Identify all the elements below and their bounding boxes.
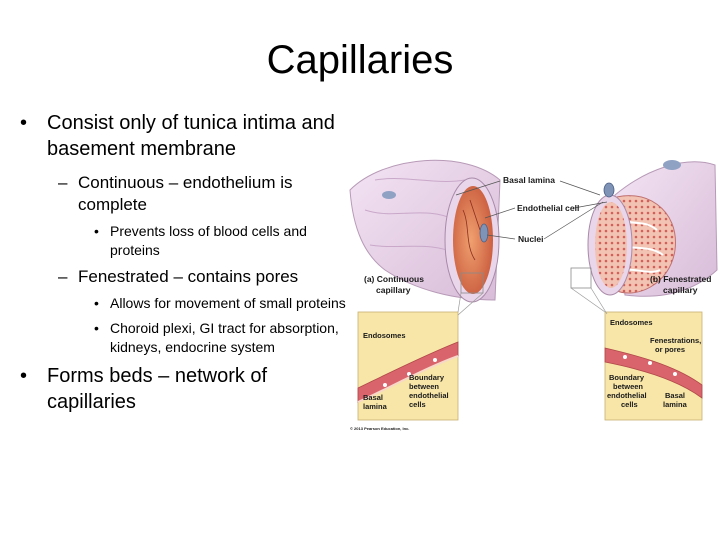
label-basal-right-2: lamina: [663, 400, 688, 409]
label-boundary-left-2: between: [409, 382, 439, 391]
capillary-figure: Basal lamina Endothelial cell Nuclei (a)…: [349, 159, 718, 431]
label-endothelial-cell: Endothelial cell: [517, 203, 579, 213]
continuous-inset: Endosomes Basal lamina Boundary between …: [357, 311, 459, 421]
label-boundary-right-2: between: [613, 382, 643, 391]
label-basal-left-1: Basal: [363, 393, 383, 402]
label-fenestrations-1: Fenestrations,: [650, 336, 701, 345]
bullet-fenestrated: Fenestrated – contains pores: [18, 266, 348, 288]
fenestrated-capillary-drawing: [570, 160, 718, 297]
label-boundary-left-1: Boundary: [409, 373, 445, 382]
label-boundary-right-1: Boundary: [609, 373, 645, 382]
label-fenestrations-2: or pores: [655, 345, 685, 354]
label-boundary-right-3: endothelial: [607, 391, 647, 400]
label-basal-lamina: Basal lamina: [503, 175, 555, 185]
bullet-tunica-intima: Consist only of tunica intima and baseme…: [18, 110, 348, 162]
bullet-list: Consist only of tunica intima and baseme…: [18, 110, 348, 425]
label-nuclei: Nuclei: [518, 234, 544, 244]
label-endosomes-left: Endosomes: [363, 331, 406, 340]
caption-fenestrated-line2: capillary: [663, 285, 698, 295]
label-boundary-left-4: cells: [409, 400, 426, 409]
bullet-allows-movement: Allows for movement of small proteins: [18, 294, 348, 313]
bullet-forms-beds: Forms beds – network of capillaries: [18, 363, 348, 415]
label-endosomes-right: Endosomes: [610, 318, 653, 327]
copyright-text: © 2013 Pearson Education, Inc.: [350, 426, 409, 431]
continuous-capillary-drawing: [349, 159, 501, 303]
label-boundary-right-4: cells: [621, 400, 638, 409]
label-basal-right-1: Basal: [665, 391, 685, 400]
label-boundary-left-3: endothelial: [409, 391, 449, 400]
caption-continuous-line1: (a) Continuous: [364, 274, 424, 284]
caption-continuous-line2: capillary: [376, 285, 411, 295]
bullet-choroid-plexi: Choroid plexi, GI tract for absorption, …: [18, 319, 348, 357]
label-basal-left-2: lamina: [363, 402, 388, 411]
fenestrated-inset: Endosomes Fenestrations, or pores Bounda…: [604, 311, 703, 421]
caption-fenestrated-line1: (b) Fenestrated: [650, 274, 711, 284]
bullet-prevents-loss: Prevents loss of blood cells and protein…: [18, 222, 348, 260]
slide-title: Capillaries: [266, 38, 454, 82]
leader-lines: [455, 180, 608, 240]
zoom-connectors: [457, 287, 608, 316]
bullet-continuous: Continuous – endothelium is complete: [18, 172, 348, 216]
